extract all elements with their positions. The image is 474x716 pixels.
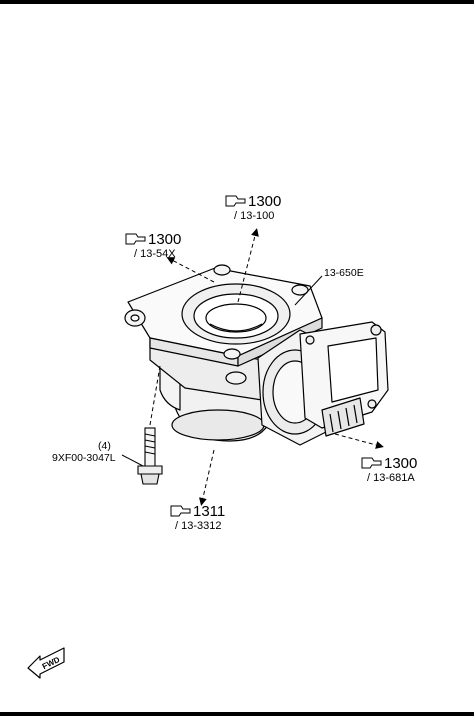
callout-sub: / 13-54X xyxy=(134,248,176,260)
reference-hand-icon xyxy=(170,505,191,517)
reference-hand-icon xyxy=(225,195,246,207)
callout-ref: 1311 xyxy=(193,503,225,520)
callout-ref: 1300 xyxy=(248,193,281,210)
bolt-quantity-label: (4) xyxy=(98,440,111,452)
bolt-illustration xyxy=(137,427,163,485)
bolt-part-number-label: 9XF00-3047L xyxy=(52,452,116,464)
callout-sub: / 13-3312 xyxy=(175,520,221,532)
part-number-label: 13-650E xyxy=(324,267,364,279)
callout-sub: / 13-681A xyxy=(367,472,415,484)
fwd-arrow-icon: FWD xyxy=(27,647,65,679)
callout-sub: / 13-100 xyxy=(234,210,274,222)
callout-ref: 1300 xyxy=(148,231,181,248)
top-border xyxy=(0,0,474,4)
bottom-border xyxy=(0,712,474,716)
throttle-body-illustration xyxy=(124,264,389,446)
callout-ref: 1300 xyxy=(384,455,417,472)
leader-lines xyxy=(121,228,384,506)
reference-hand-icon xyxy=(361,457,382,469)
reference-hand-icon xyxy=(125,233,146,245)
